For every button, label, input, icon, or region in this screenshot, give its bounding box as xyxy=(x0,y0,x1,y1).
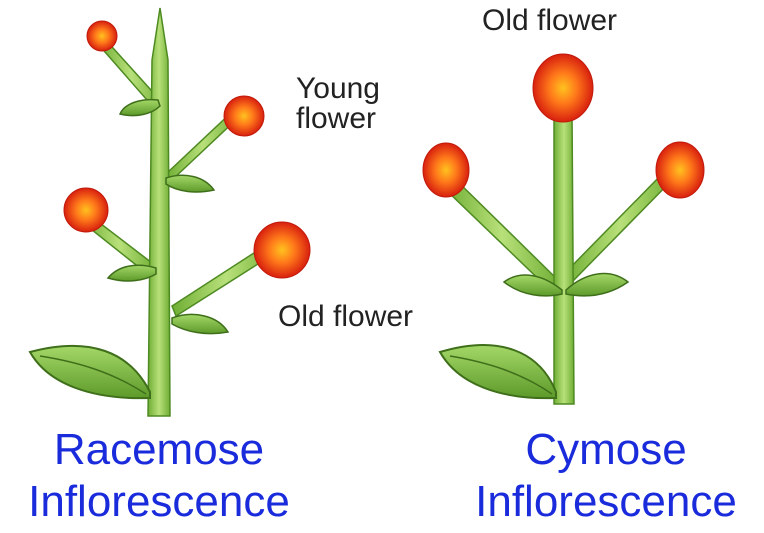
cymose-pedicel-right xyxy=(563,166,678,286)
racemose-title-line2: Inflorescence xyxy=(28,477,290,526)
racemose-bract-3 xyxy=(106,264,157,282)
racemose-flower-left xyxy=(63,187,109,233)
racemose-basal-leaf xyxy=(28,344,151,400)
racemose-bract-2 xyxy=(165,174,216,193)
cymose-basal-leaf-vein xyxy=(449,355,553,395)
cymose-old-flower-label: Old flower xyxy=(482,4,618,37)
racemose-plant xyxy=(28,7,311,417)
cymose-main-stem xyxy=(553,109,575,405)
racemose-old-flower-label: Old flower xyxy=(278,300,414,333)
cymose-title-line1: Cymose xyxy=(525,425,687,474)
racemose-bract-1 xyxy=(118,98,161,117)
racemose-bract-4 xyxy=(171,313,230,335)
cymose-flower-old xyxy=(532,53,594,123)
cymose-title: Cymose Inflorescence xyxy=(448,428,764,524)
racemose-flower-top xyxy=(86,20,118,52)
cymose-bract-left xyxy=(502,274,563,297)
racemose-young-label: Young flower xyxy=(296,74,380,134)
cymose-basal-leaf xyxy=(438,344,557,400)
racemose-flower-old xyxy=(253,221,311,279)
racemose-basal-leaf-vein xyxy=(39,355,147,395)
racemose-title: Racemose Inflorescence xyxy=(0,428,318,524)
cymose-flower-right xyxy=(655,141,705,199)
racemose-young-label-line1: Young xyxy=(296,72,380,105)
cymose-bract-right xyxy=(565,272,630,297)
racemose-young-label-line2: flower xyxy=(296,102,377,135)
racemose-title-line1: Racemose xyxy=(53,425,265,474)
cymose-title-line2: Inflorescence xyxy=(475,477,737,526)
cymose-plant xyxy=(422,53,705,405)
racemose-flower-young xyxy=(223,95,265,137)
cymose-pedicel-left xyxy=(443,174,562,294)
cymose-flower-left xyxy=(422,142,470,198)
racemose-main-stem xyxy=(147,7,171,417)
